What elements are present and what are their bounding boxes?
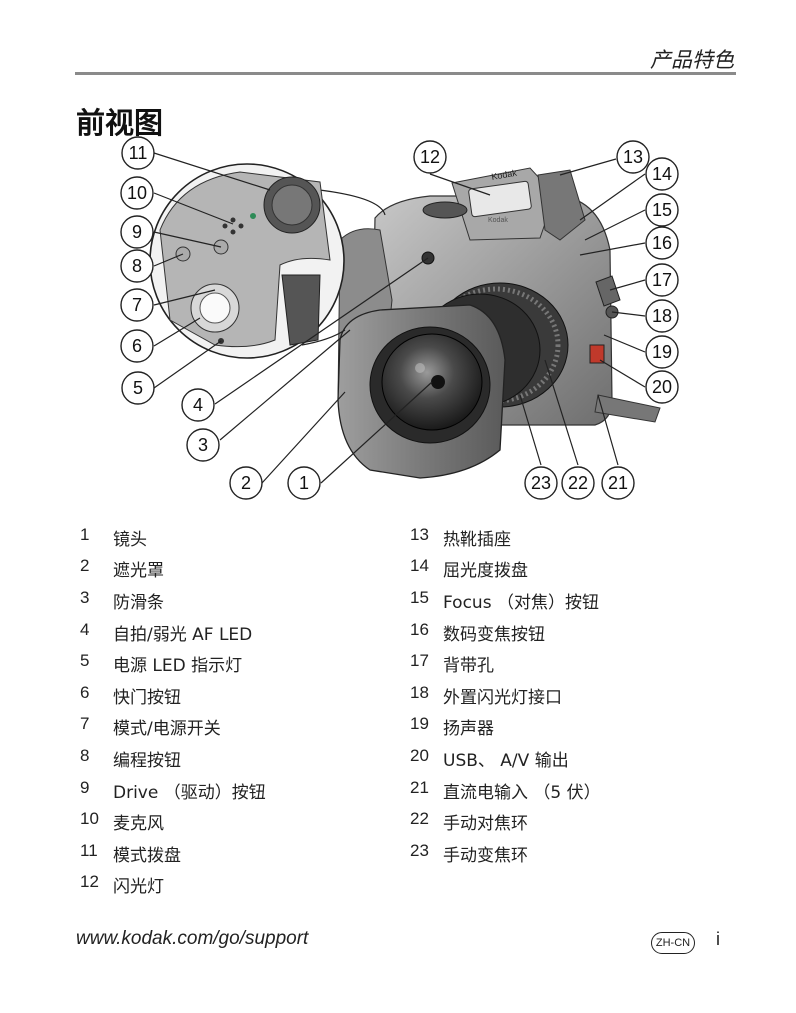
svg-text:19: 19 <box>652 342 672 362</box>
svg-text:16: 16 <box>652 233 672 253</box>
svg-text:13: 13 <box>623 147 643 167</box>
callout-8: 8 <box>120 249 154 283</box>
callout-11: 11 <box>121 136 155 170</box>
svg-text:2: 2 <box>241 473 251 493</box>
inset-detail <box>149 163 386 359</box>
svg-text:21: 21 <box>608 473 628 493</box>
page-number: i <box>716 929 720 949</box>
callout-17: 17 <box>645 263 679 297</box>
callout-18: 18 <box>645 299 679 333</box>
brand-mark-flash: Kodak <box>488 217 508 224</box>
svg-text:5: 5 <box>133 378 143 398</box>
camera-body: Kodak Kodak <box>337 167 661 479</box>
svg-text:20: 20 <box>652 377 672 397</box>
callout-13: 13 <box>616 140 650 174</box>
svg-text:6: 6 <box>132 336 142 356</box>
callout-14: 14 <box>645 157 679 191</box>
callout-22: 22 <box>561 466 595 500</box>
svg-text:23: 23 <box>531 473 551 493</box>
svg-text:22: 22 <box>568 473 588 493</box>
svg-text:8: 8 <box>132 256 142 276</box>
callout-10: 10 <box>120 176 154 210</box>
support-link[interactable]: www.kodak.com/go/support <box>76 928 309 949</box>
leader-lines <box>153 152 646 484</box>
svg-text:4: 4 <box>193 395 203 415</box>
callout-19: 19 <box>645 335 679 369</box>
section-title: 产品特色 <box>650 48 734 72</box>
svg-text:17: 17 <box>652 270 672 290</box>
callout-7: 7 <box>120 288 154 322</box>
svg-text:10: 10 <box>127 183 147 203</box>
callout-4: 4 <box>181 388 215 422</box>
camera-front-view-figure: Kodak Kodak <box>120 136 679 500</box>
callout-1: 1 <box>287 466 321 500</box>
svg-text:3: 3 <box>198 435 208 455</box>
callout-5: 5 <box>121 371 155 405</box>
callout-6: 6 <box>120 329 154 363</box>
brand-mark-top: Kodak <box>491 168 518 182</box>
callout-21: 21 <box>601 466 635 500</box>
svg-text:14: 14 <box>652 164 672 184</box>
svg-text:11: 11 <box>129 143 148 163</box>
callout-20: 20 <box>645 370 679 404</box>
callout-16: 16 <box>645 226 679 260</box>
header-rule <box>75 72 736 75</box>
callout-9: 9 <box>120 215 154 249</box>
page-title: 前视图 <box>76 106 164 140</box>
svg-text:9: 9 <box>132 222 142 242</box>
svg-text:15: 15 <box>652 200 672 220</box>
callout-12: 12 <box>413 140 447 174</box>
callout-3: 3 <box>186 428 220 462</box>
svg-text:12: 12 <box>420 147 440 167</box>
svg-text:1: 1 <box>299 473 309 493</box>
svg-text:7: 7 <box>132 295 142 315</box>
callout-15: 15 <box>645 193 679 227</box>
svg-text:18: 18 <box>652 306 672 326</box>
callout-23: 23 <box>524 466 558 500</box>
language-badge: ZH-CN <box>651 932 695 954</box>
callout-2: 2 <box>229 466 263 500</box>
